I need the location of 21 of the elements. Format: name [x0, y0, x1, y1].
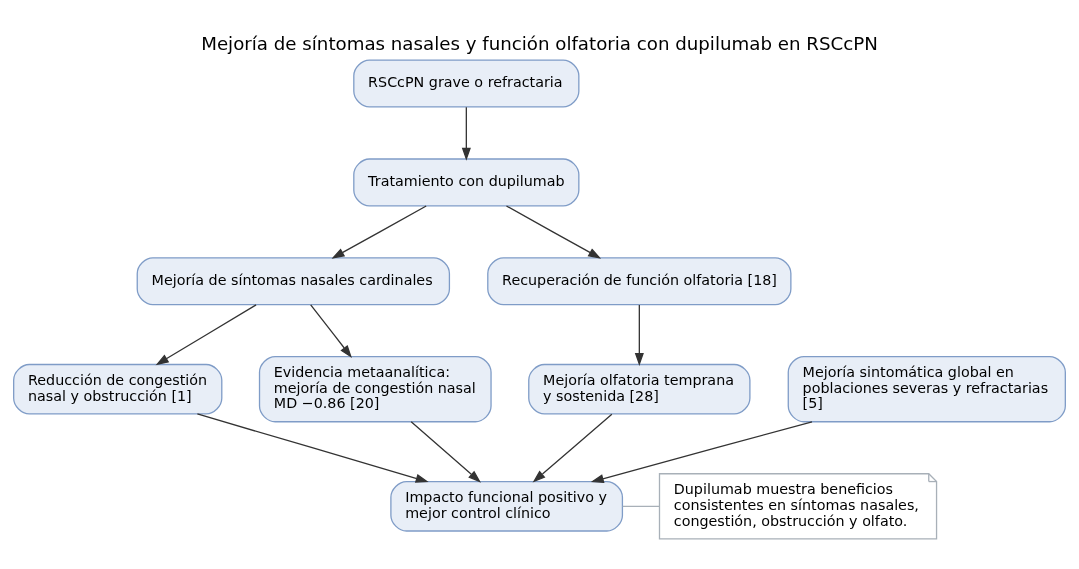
arrow	[331, 205, 427, 259]
node-box: Mejoría de síntomas nasales cardinales	[136, 257, 451, 306]
arrow	[410, 421, 482, 483]
node-box: Recuperación de función olfatoria [18]	[487, 257, 792, 306]
diagram-title: Mejoría de síntomas nasales y función olfatoria con dupilumab en RSCcPN	[201, 32, 878, 54]
arrow	[590, 421, 813, 484]
arrow	[461, 106, 471, 161]
arrow	[155, 304, 257, 366]
node-box: Reducción de congestión nasal y obstrucción [1]	[13, 363, 223, 415]
arrow	[310, 304, 352, 358]
arrow	[634, 304, 644, 367]
connector	[622, 505, 661, 507]
node-box: RSCcPN grave o refractaria	[353, 59, 580, 108]
node-box: Evidencia metaanalítica: mejoría de congestión nasal MD −0.86 [20]	[258, 356, 492, 423]
node-box: Mejoría olfatoria temprana y sostenida [28]	[528, 363, 751, 415]
arrow	[532, 413, 613, 483]
arrow	[505, 205, 602, 259]
node-box: Mejoría sintomática global en poblaciones severas y refractarias [5]	[787, 356, 1066, 423]
node-box: Tratamiento con dupilumab	[353, 158, 580, 207]
arrow	[196, 413, 429, 483]
node-box: Impacto funcional positivo y mejor control clínico	[390, 480, 624, 532]
